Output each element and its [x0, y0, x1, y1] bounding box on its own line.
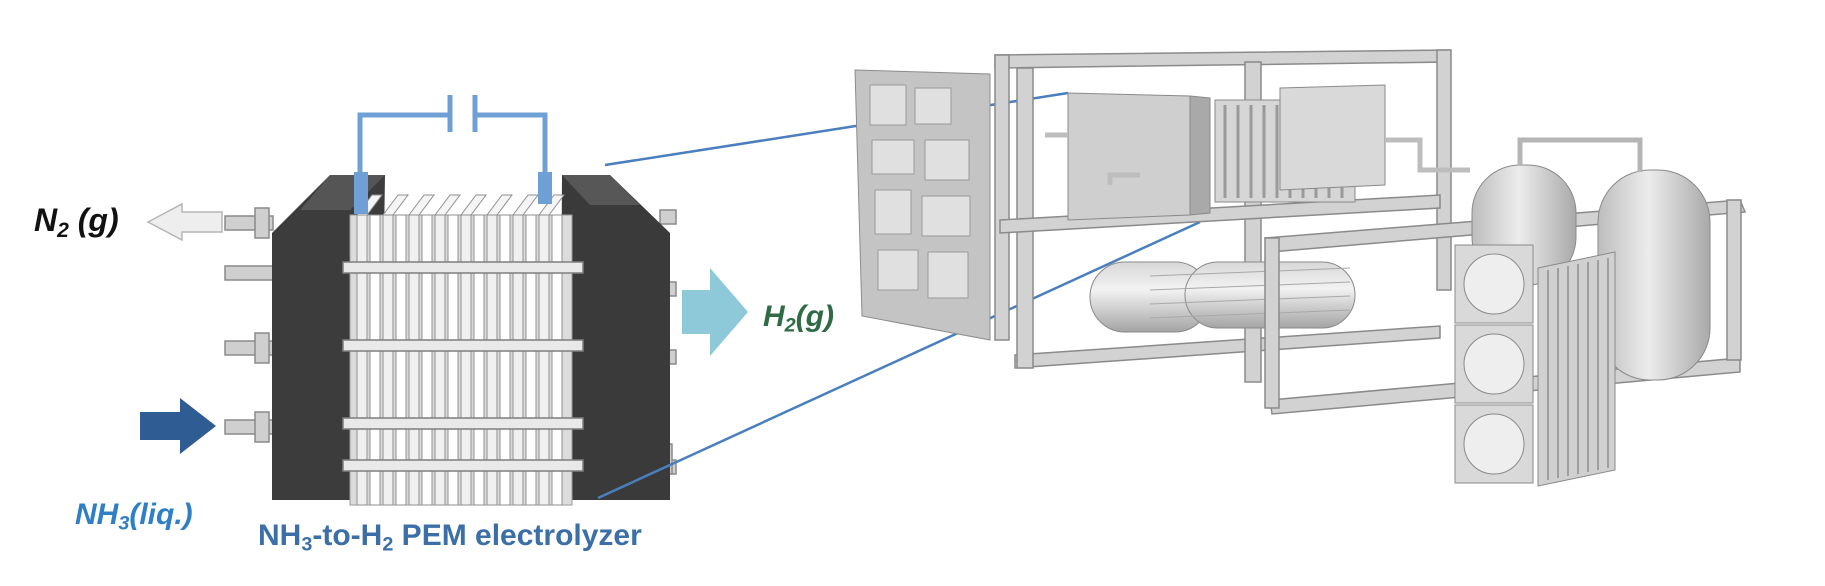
- n2-output-label: N2 (g): [34, 202, 119, 242]
- plate-tops: [356, 194, 565, 216]
- panel-components: [869, 84, 971, 299]
- fan-stack: [1454, 244, 1534, 484]
- anode-terminal: [354, 172, 368, 214]
- h2-outlet-arrow: [682, 268, 748, 356]
- clamp-rods: [342, 261, 584, 472]
- upper-stack-units: [1067, 84, 1386, 221]
- electrolyzer-stack: [224, 95, 677, 506]
- nh3-input-label: NH3(liq.): [75, 498, 193, 535]
- electrical-circuit: [357, 95, 548, 212]
- nh3-inlet-arrow: [140, 398, 216, 454]
- cell-plates: [356, 214, 563, 506]
- piping: [1045, 132, 1470, 185]
- right-end-plate: [560, 175, 670, 500]
- electrolyzer-title: NH3-to-H2 PEM electrolyzer: [258, 519, 642, 556]
- zoom-leader-lines: [597, 91, 1201, 500]
- radiator: [1537, 251, 1616, 487]
- horizontal-tanks: [1089, 261, 1356, 333]
- cathode-terminal: [538, 172, 552, 204]
- h2-output-label: H2(g): [763, 300, 834, 337]
- system-module: [854, 49, 1747, 487]
- n2-outlet-arrow: [146, 202, 223, 242]
